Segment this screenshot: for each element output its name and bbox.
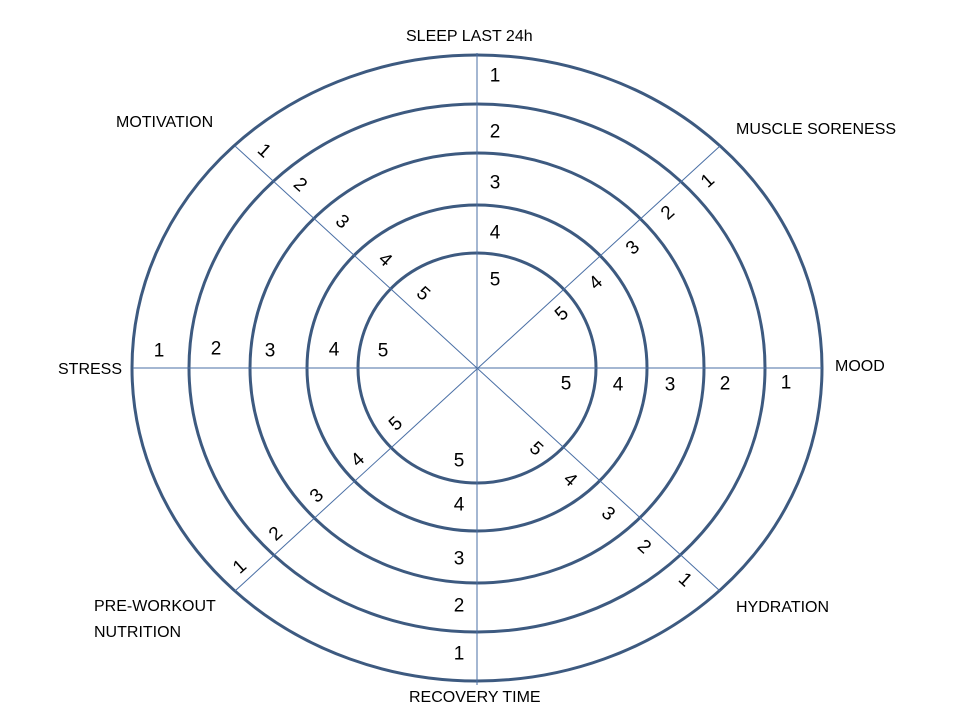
category-label-hydration: HYDRATION: [736, 599, 830, 616]
scale-number-motivation-5: 5: [412, 283, 434, 306]
scale-number-sleep-2: 2: [490, 122, 501, 143]
scale-number-motivation-1: 1: [253, 140, 275, 163]
scale-number-stress-2: 2: [211, 339, 222, 360]
spoke-4: [234, 145, 721, 592]
scale-number-pre-workout-nutrition-1: 1: [229, 556, 251, 579]
scale-number-motivation-2: 2: [289, 174, 311, 197]
scale-number-muscle-soreness-4: 4: [585, 271, 607, 294]
scale-number-mood-4: 4: [613, 375, 624, 396]
scale-number-sleep-3: 3: [490, 173, 501, 194]
scale-number-recovery-time-5: 5: [454, 451, 465, 472]
scale-number-recovery-time-4: 4: [454, 495, 465, 516]
category-label-mood: MOOD: [835, 358, 885, 375]
scale-number-stress-1: 1: [154, 341, 165, 362]
scale-number-recovery-time-2: 2: [454, 596, 465, 617]
scale-number-stress-3: 3: [265, 341, 276, 362]
category-label-pre-workout-nutrition: PRE-WORKOUT NUTRITION: [94, 598, 216, 641]
scale-number-sleep-4: 4: [490, 223, 501, 244]
scale-number-muscle-soreness-5: 5: [551, 303, 573, 326]
category-label-motivation: MOTIVATION: [116, 114, 214, 131]
scale-number-recovery-time-3: 3: [454, 549, 465, 570]
scale-number-hydration-2: 2: [633, 536, 655, 559]
scale-number-muscle-soreness-2: 2: [657, 202, 679, 225]
scale-number-hydration-3: 3: [597, 503, 619, 526]
scale-number-motivation-4: 4: [374, 249, 396, 272]
category-label-muscle-soreness: MUSCLE SORENESS: [736, 121, 897, 138]
scale-number-stress-4: 4: [329, 340, 340, 361]
scale-number-hydration-4: 4: [559, 469, 581, 492]
scale-number-mood-1: 1: [781, 373, 792, 394]
scale-number-sleep-5: 5: [490, 270, 501, 291]
scale-number-pre-workout-nutrition-3: 3: [306, 485, 328, 508]
category-label-recovery-time: RECOVERY TIME: [409, 689, 541, 706]
scale-number-recovery-time-1: 1: [454, 644, 465, 665]
scale-number-sleep-1: 1: [490, 66, 501, 87]
category-label-sleep: SLEEP LAST 24h: [406, 28, 533, 45]
scale-number-pre-workout-nutrition-4: 4: [347, 448, 369, 471]
category-label-stress: STRESS: [58, 361, 123, 378]
scale-number-mood-5: 5: [561, 374, 572, 395]
spoke-group: [133, 53, 822, 685]
scale-number-muscle-soreness-1: 1: [697, 170, 719, 193]
scale-number-mood-2: 2: [720, 374, 731, 395]
scale-number-motivation-3: 3: [331, 211, 353, 234]
scale-number-muscle-soreness-3: 3: [622, 237, 644, 260]
scale-number-hydration-5: 5: [525, 438, 547, 461]
scale-number-pre-workout-nutrition-2: 2: [265, 523, 287, 546]
scale-number-hydration-1: 1: [674, 569, 696, 592]
scale-number-stress-5: 5: [378, 341, 389, 362]
scale-number-pre-workout-nutrition-5: 5: [385, 413, 407, 436]
scale-number-mood-3: 3: [665, 375, 676, 396]
